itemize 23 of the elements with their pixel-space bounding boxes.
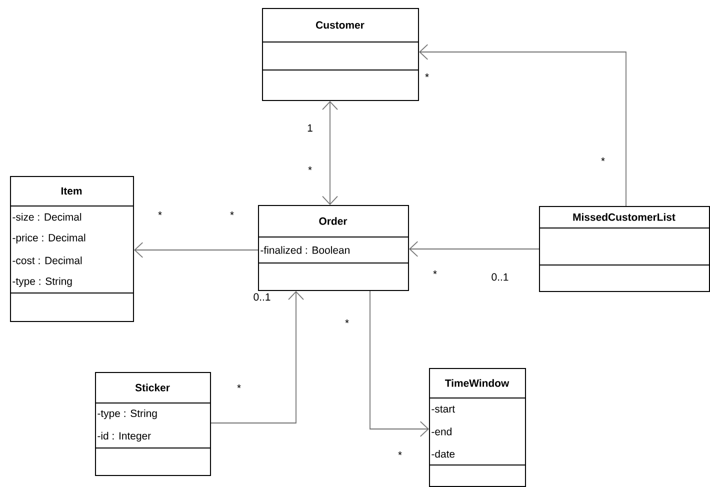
arrow [409,241,540,257]
class-box: Sticker -type : String -id : Integer [94,372,211,476]
class-box: Order -finalized : Boolean [258,205,409,291]
arrow [134,242,258,258]
multiplicity-label: * [237,384,241,388]
arrow [322,101,338,205]
multiplicity-label: * [230,211,234,216]
arrow [210,291,304,424]
multiplicity-label: * [345,319,349,324]
class-box: MissedCustomerList [538,206,710,292]
arrow [419,44,626,206]
multiplicity-label: 0..1 [492,273,508,281]
arrow [370,290,429,437]
multiplicity-label: 1 [308,124,312,132]
multiplicity-label: * [433,270,437,274]
class-box: TimeWindow -start -end -date [428,368,526,487]
multiplicity-label: * [158,211,162,216]
class-box: Customer [262,8,419,101]
multiplicity-label: 0..1 [254,293,270,301]
multiplicity-label: * [601,157,605,162]
class-box: Item -size : Decimal -price : Decimal -cost : Decimal -type : String [10,176,134,322]
multiplicity-label: * [308,166,312,170]
multiplicity-label: * [398,451,402,456]
